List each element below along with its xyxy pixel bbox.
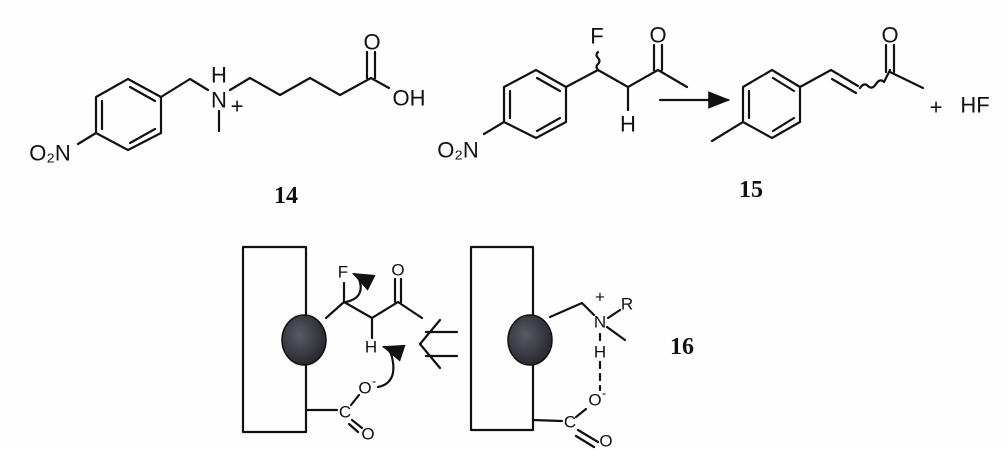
benzene-ring bbox=[94, 77, 163, 152]
minus-sign: - bbox=[372, 374, 376, 389]
product-bonds bbox=[710, 43, 925, 143]
active-site-sphere-right bbox=[507, 314, 553, 366]
minus-sign: - bbox=[602, 386, 606, 401]
amine-n-label: N bbox=[211, 88, 227, 113]
amine-bonds bbox=[531, 301, 627, 449]
c-label: C bbox=[564, 413, 576, 432]
n-label: N bbox=[594, 313, 606, 332]
reactant-f-label: F bbox=[590, 24, 603, 49]
o-double-label: O bbox=[361, 425, 374, 444]
compound-number-16: 16 bbox=[670, 334, 694, 360]
carbonyl-o-label: O bbox=[363, 30, 380, 55]
plus-sign: + bbox=[930, 95, 943, 120]
c-label: C bbox=[339, 403, 351, 422]
o-label: O bbox=[391, 261, 404, 280]
reactant-h-label: H bbox=[620, 112, 636, 137]
product-ring bbox=[741, 68, 802, 140]
retrosynthetic-arrow bbox=[418, 318, 459, 370]
compound-number-15: 15 bbox=[739, 177, 763, 203]
h-label: H bbox=[594, 343, 606, 362]
compound-14: O₂N H N + O OH 14 bbox=[29, 30, 425, 210]
bonds bbox=[76, 50, 391, 146]
compound-15: O₂N F O H O + HF 15 bbox=[437, 23, 989, 204]
product-o-label: O bbox=[881, 23, 898, 48]
nitro-label: O₂N bbox=[29, 141, 71, 166]
o-double-label: O bbox=[599, 432, 612, 450]
o-minus-label: O bbox=[588, 391, 601, 410]
compound-16-left: F O H C O - O bbox=[241, 245, 424, 444]
r-label: R bbox=[621, 295, 633, 314]
f-label: F bbox=[338, 263, 348, 282]
reactant-o-label: O bbox=[649, 23, 666, 48]
active-site-sphere-left bbox=[281, 314, 327, 366]
compound-number-14: 14 bbox=[274, 183, 298, 209]
hf-label: HF bbox=[960, 93, 989, 118]
reactant-bonds bbox=[482, 43, 689, 136]
o-minus-label: O bbox=[358, 379, 371, 398]
amine-h-label: H bbox=[211, 63, 227, 88]
h-label: H bbox=[365, 338, 377, 357]
hydroxyl-label: OH bbox=[393, 86, 426, 111]
compound-16-right: + N R H C O - O bbox=[469, 245, 633, 450]
curved-arrow-h bbox=[376, 344, 406, 389]
curved-arrow-f bbox=[344, 272, 376, 304]
charge-label: + bbox=[231, 94, 244, 119]
substrate-bonds bbox=[304, 277, 424, 434]
reactant-nitro-label: O₂N bbox=[437, 138, 479, 163]
reactant-ring bbox=[502, 68, 568, 140]
ammonium-plus: + bbox=[595, 288, 605, 307]
